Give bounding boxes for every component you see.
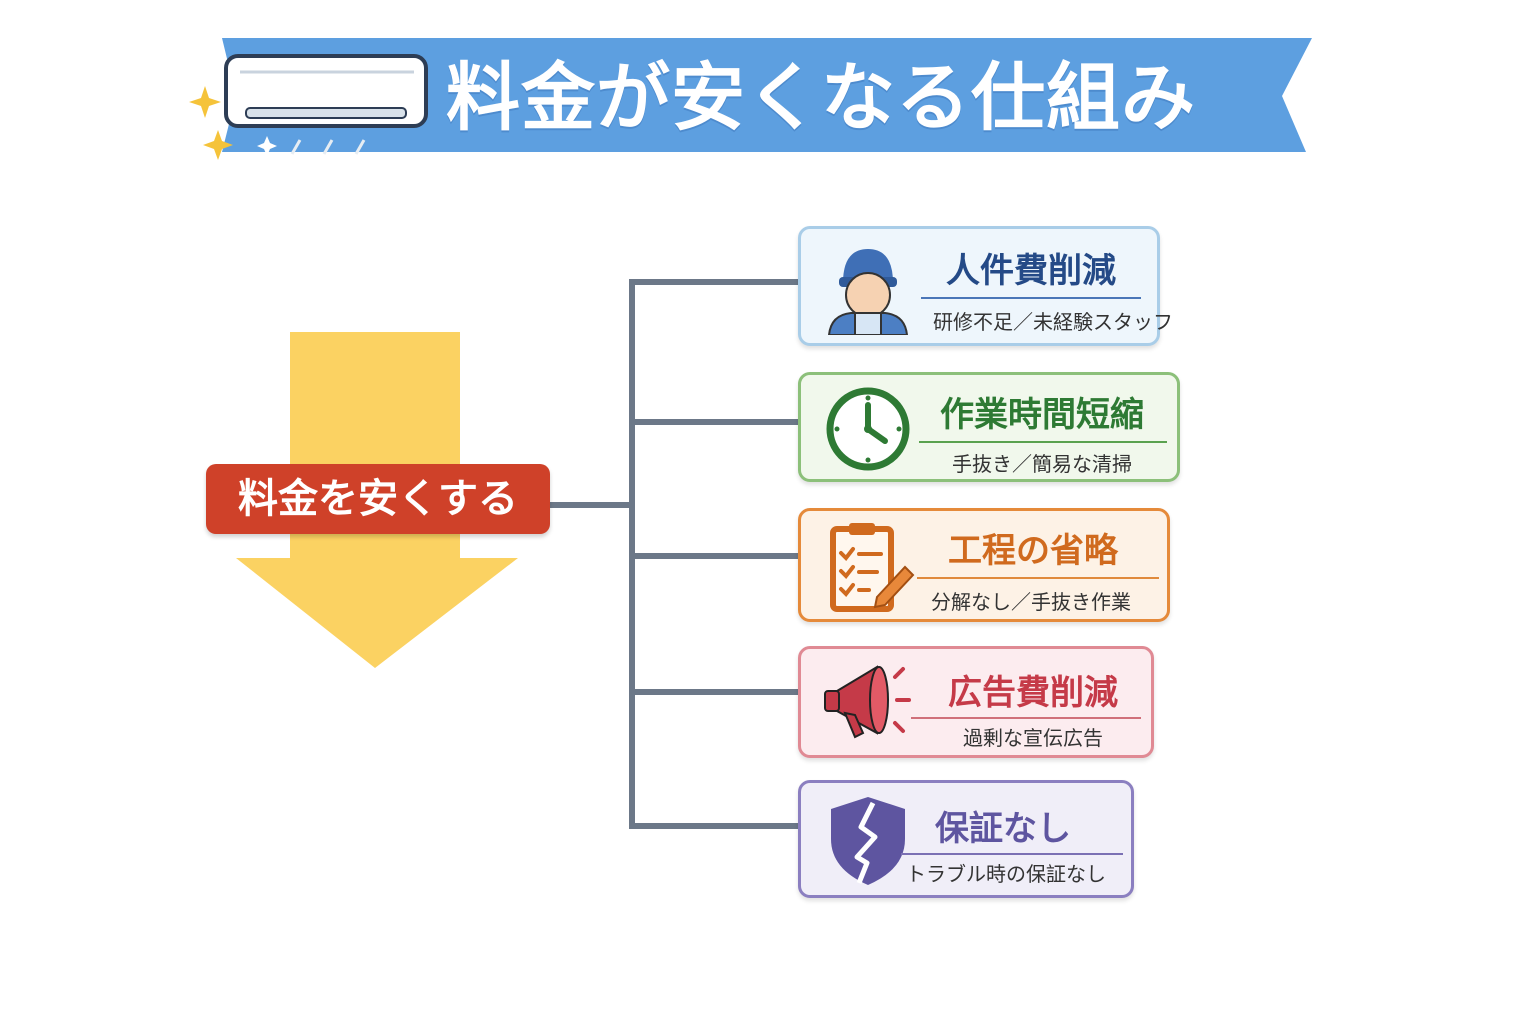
card-title: 保証なし xyxy=(935,809,1071,849)
card-skipped-steps: 工程の省略 分解なし／手抜き作業 xyxy=(798,508,1170,622)
page-title: 料金が安くなる仕組み xyxy=(446,55,1196,141)
card-subtitle: 過剰な宣伝広告 xyxy=(963,726,1103,750)
main-label: 料金を安くする xyxy=(206,464,550,534)
card-labor-cost: 人件費削減 研修不足／未経験スタッフ xyxy=(798,226,1173,346)
title-underline xyxy=(919,441,1167,443)
title-underline xyxy=(901,853,1123,855)
card-title: 広告費削減 xyxy=(948,673,1118,713)
broken-shield-icon xyxy=(831,797,905,885)
card-subtitle: トラブル時の保証なし xyxy=(906,862,1106,886)
title-underline xyxy=(921,297,1141,299)
sparkle-icon xyxy=(189,86,277,160)
card-title: 作業時間短縮 xyxy=(940,395,1144,435)
clipboard-icon xyxy=(830,523,915,612)
card-title: 工程の省略 xyxy=(948,531,1118,571)
card-no-warranty: 保証なし トラブル時の保証なし xyxy=(798,780,1134,898)
title-underline xyxy=(917,577,1159,579)
card-ad-cost: 広告費削減 過剰な宣伝広告 xyxy=(798,646,1154,758)
card-subtitle: 分解なし／手抜き作業 xyxy=(931,590,1131,614)
card-subtitle: 手抜き／簡易な清掃 xyxy=(952,452,1132,476)
clock-icon xyxy=(826,387,910,471)
banner-ribbon xyxy=(189,38,1312,160)
card-work-time: 作業時間短縮 手抜き／簡易な清掃 xyxy=(798,372,1180,482)
worker-icon xyxy=(827,249,909,335)
card-title: 人件費削減 xyxy=(946,251,1116,291)
megaphone-icon xyxy=(824,665,911,739)
air-conditioner-icon xyxy=(224,54,428,155)
title-banner: 料金が安くなる仕組み xyxy=(0,0,1536,200)
card-subtitle: 研修不足／未経験スタッフ xyxy=(933,310,1173,334)
title-underline xyxy=(911,717,1141,719)
